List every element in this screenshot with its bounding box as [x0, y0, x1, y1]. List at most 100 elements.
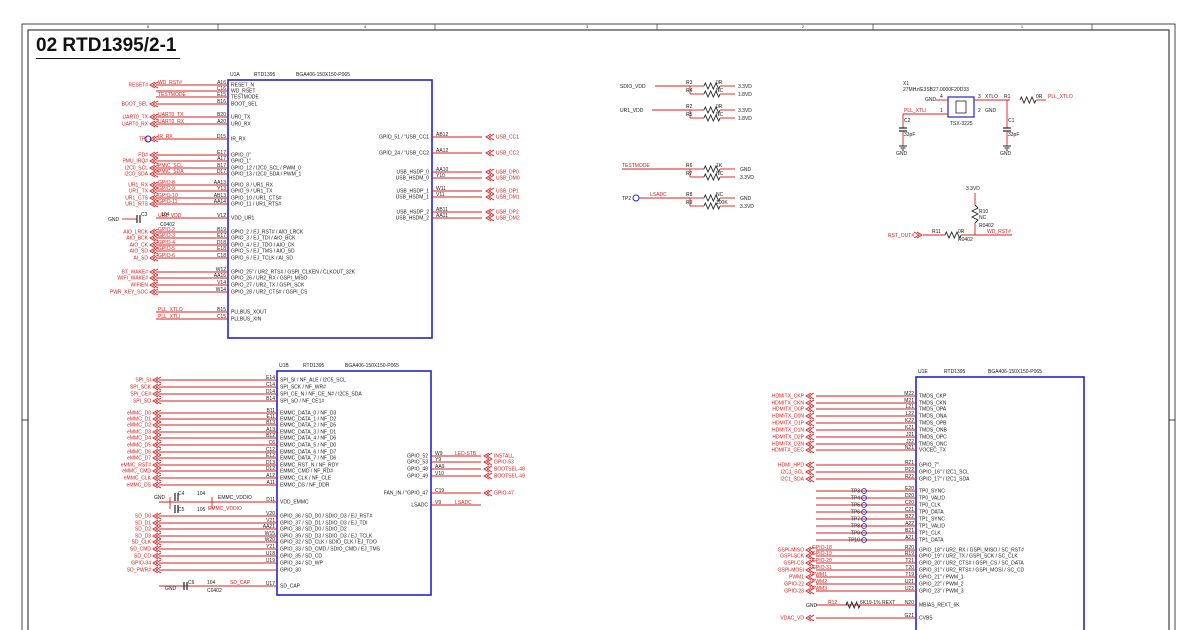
part-package: BGA406-150X150-P065 — [988, 369, 1042, 375]
port-marker — [805, 468, 815, 476]
pin-number: A17 — [217, 156, 226, 162]
pin-name: GPIO_25" / UR2_RTS# / GSPI_CLKEN / CLKOU… — [231, 270, 356, 276]
port-marker — [805, 461, 815, 469]
pin-number: AA13 — [214, 180, 226, 186]
pin-number: W20 — [265, 537, 276, 543]
pin-number: L21 — [906, 404, 915, 410]
port-label: SPI_SO — [133, 399, 151, 405]
pin-name: GPIO_38 / SD_D0 / SDIO_D2 — [280, 527, 347, 533]
port-marker — [805, 580, 815, 588]
pin-number: D13 — [266, 460, 275, 466]
port-marker — [483, 458, 493, 466]
net-label: UR1_VDD — [620, 108, 644, 114]
pin-number: V11 — [436, 192, 445, 198]
pin-name: EMMC_CMD / NF_RD# — [280, 469, 333, 475]
port-marker — [152, 519, 162, 527]
net-label: TESTMODE — [158, 92, 186, 98]
pin-number: D18 — [217, 240, 226, 246]
cap-ref: C4 — [178, 491, 185, 497]
pin-name: GPIO_36 / SD_D0 / SDIO_D3 / EJ_RST# — [280, 514, 372, 520]
resistor-value: 0R — [1036, 94, 1043, 100]
port-marker — [149, 81, 159, 89]
pin-number: D15 — [217, 134, 226, 140]
pin-number: A12 — [266, 473, 275, 479]
port-label: eMMC_D6 — [127, 450, 151, 456]
port-marker — [152, 512, 162, 520]
pin-name: EMMC_DATA_3 / NF_D1 — [280, 430, 336, 436]
net-label: UART0_RX — [158, 119, 185, 125]
port-label: HDMITX_D1P — [772, 421, 804, 427]
part-ref: X1 — [903, 81, 909, 87]
pin-number: T20 — [905, 565, 914, 571]
port-marker — [805, 573, 815, 581]
pin-number: 2 — [978, 108, 981, 114]
port-marker — [483, 452, 493, 460]
pin-name: GPIO_31" / UR2_RTS# / GSPI_MOSI / SC_CD — [919, 568, 1024, 574]
cap-value: C0402 — [160, 222, 175, 228]
port-marker — [152, 566, 162, 574]
port-marker — [485, 149, 495, 157]
port-label: BOOT_SEL — [122, 102, 149, 108]
net-label: GPIO-10 — [158, 193, 178, 199]
port-marker — [483, 465, 493, 473]
pin-name: WD_RSET — [231, 89, 255, 95]
pin-number: C15 — [217, 314, 226, 320]
pin-number: B12 — [266, 433, 275, 439]
port-marker — [149, 200, 159, 208]
pin-name: GPIO_53 — [407, 460, 428, 466]
port-label: HDMITX_D2N — [772, 442, 804, 448]
pin-number: D12 — [266, 466, 275, 472]
pin-number: 1 — [940, 108, 943, 114]
cap-ref: 104 — [197, 491, 206, 497]
pin-number: U18 — [266, 551, 275, 557]
pin-number: C20 — [905, 500, 914, 506]
port-marker — [149, 234, 159, 242]
pin-number: D20 — [905, 493, 914, 499]
pin-number: AA21 — [263, 524, 275, 530]
pin-number: A20 — [217, 119, 226, 125]
resistor-ref: R1 — [1004, 94, 1011, 100]
test-point-label: TP4 — [851, 496, 860, 502]
part-value: 27MHz/E3SB27.0000F20D33 — [903, 87, 969, 93]
port-marker — [149, 241, 159, 249]
pin-number: N21 — [905, 445, 914, 451]
pin-number: V12 — [217, 213, 226, 219]
pin-number: E12 — [266, 453, 275, 459]
u1e-body — [915, 376, 1085, 630]
power-rail-label: 3.3VD — [738, 84, 752, 90]
test-point-icon — [861, 523, 867, 529]
cap-ref: C5 — [178, 507, 185, 513]
test-point-icon — [861, 488, 867, 494]
port-label: INSTALL — [494, 454, 514, 460]
net-label: LED-STB — [455, 451, 477, 457]
resistor-ref: R12 — [828, 600, 837, 606]
net-label: PWM3 — [812, 586, 827, 592]
pin-name: SPI_CE_N / NF_CE_N# / I2C5_SDA — [280, 392, 362, 398]
port-label: PWM1 — [789, 575, 804, 581]
pin-number: Y21 — [266, 544, 275, 550]
pin-name: TMDS_OPC — [919, 435, 947, 441]
port-marker — [483, 472, 493, 480]
pin-number: W14 — [216, 287, 227, 293]
sheet-outer-border — [21, 23, 1176, 630]
port-label: USB_DM2 — [496, 216, 520, 222]
net-label: SDIO_VDD — [620, 84, 646, 90]
pin-name: IR_RX — [231, 137, 246, 143]
port-marker — [805, 614, 815, 622]
port-label: AIO_SD — [130, 249, 149, 255]
port-marker — [485, 168, 495, 176]
net-label: PLL_XTLO — [158, 307, 183, 313]
pin-number: AB13 — [214, 193, 226, 199]
port-marker — [805, 475, 815, 483]
pin-name: SPI_SCK / NF_WR# — [280, 385, 326, 391]
resistor-symbol — [845, 600, 861, 610]
port-marker — [485, 174, 495, 182]
pin-number: W12 — [216, 267, 227, 273]
port-marker — [152, 474, 162, 482]
port-marker — [149, 187, 159, 195]
resistor-value: 0R — [716, 104, 723, 110]
port-label: SPI_SI — [135, 378, 151, 384]
pin-number: AA16 — [214, 273, 226, 279]
port-label: HDMITX_D1N — [772, 428, 804, 434]
part-ref: U1B — [279, 363, 289, 369]
